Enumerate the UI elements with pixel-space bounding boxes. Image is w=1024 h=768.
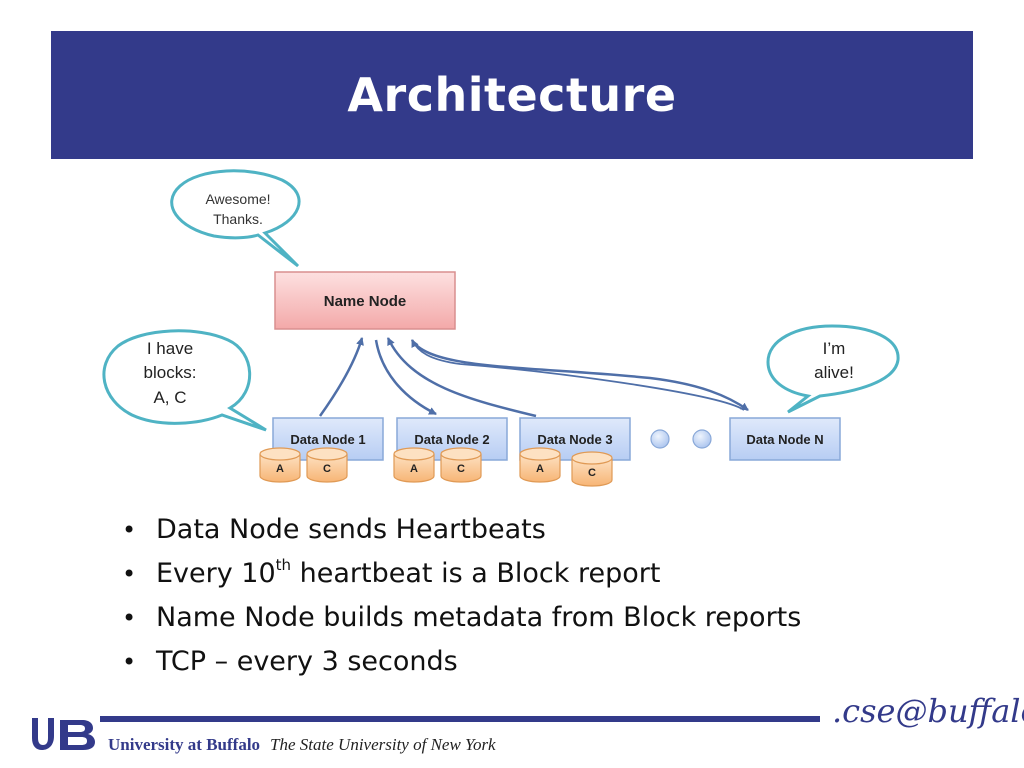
data-node-3-label: Data Node 3 — [537, 432, 612, 447]
bullet-list: Data Node sends Heartbeats Every 10th he… — [120, 508, 801, 684]
name-node: Name Node — [274, 271, 456, 330]
cse-buffalo-logo: .cse@buffalo — [832, 692, 1024, 730]
bullet-text-end: heartbeat is a Block report — [291, 558, 661, 589]
footer-tagline: The State University of New York — [270, 735, 496, 754]
data-node-2-label: Data Node 2 — [414, 432, 489, 447]
callout-blocks-line-1: I have — [147, 339, 193, 358]
block-label: C — [457, 463, 465, 475]
bullet-text: Data Node sends Heartbeats — [156, 514, 546, 545]
heartbeat-arrows — [318, 337, 749, 418]
block-label: A — [276, 463, 284, 475]
blocks-dn2: A C — [393, 447, 482, 483]
ub-logo-icon — [32, 718, 95, 750]
callout-blocks-line-2: blocks: — [144, 363, 197, 382]
block-label: A — [536, 463, 544, 475]
bullet-item: TCP – every 3 seconds — [120, 640, 801, 684]
title-bar: Architecture — [51, 31, 973, 159]
bullet-item: Every 10th heartbeat is a Block report — [120, 552, 801, 596]
blocks-dn1: A C — [259, 447, 348, 483]
block-cylinder: A — [259, 447, 301, 483]
arrow-dn1-to-nn — [318, 337, 364, 417]
arrow-nn-to-dnn — [410, 339, 749, 412]
ellipsis-dot — [650, 429, 670, 449]
block-label: C — [588, 467, 596, 479]
bullet-item: Data Node sends Heartbeats — [120, 508, 801, 552]
block-cylinder: A — [393, 447, 435, 483]
ellipsis-dots — [650, 429, 712, 449]
block-cylinder: C — [571, 451, 613, 487]
blocks-dn3: A C — [519, 447, 613, 487]
callout-awesome: Awesome! Thanks. — [170, 169, 301, 268]
data-node-n-label: Data Node N — [746, 432, 823, 447]
ellipsis-dot — [692, 429, 712, 449]
arrow-dnn-to-nn — [411, 339, 745, 411]
block-cylinder: C — [306, 447, 348, 483]
bullet-superscript: th — [275, 556, 292, 574]
callout-awesome-line-2: Thanks. — [213, 211, 263, 227]
name-node-label: Name Node — [324, 293, 407, 310]
callout-blocks-line-3: A, C — [153, 388, 186, 407]
callout-alive: I’m alive! — [766, 324, 900, 414]
callout-alive-line-1: I’m — [823, 339, 846, 358]
callout-alive-line-2: alive! — [814, 363, 854, 382]
arrow-nn-to-dn2 — [374, 339, 437, 416]
block-label: A — [410, 463, 418, 475]
slide-title: Architecture — [347, 68, 677, 122]
bullet-item: Name Node builds metadata from Block rep… — [120, 596, 801, 640]
bullet-text: Name Node builds metadata from Block rep… — [156, 602, 802, 633]
block-label: C — [323, 463, 331, 475]
data-node-n: Data Node N — [729, 417, 841, 461]
block-cylinder: C — [440, 447, 482, 483]
block-cylinder: A — [519, 447, 561, 483]
footer-rule — [100, 716, 820, 722]
arrow-dn3-to-nn — [386, 337, 537, 418]
footer-university: University at Buffalo — [108, 735, 261, 754]
callout-blocks: I have blocks: A, C — [102, 329, 267, 432]
footer-text: University at Buffalo The State Universit… — [108, 735, 496, 755]
data-node-1-label: Data Node 1 — [290, 432, 365, 447]
callout-awesome-line-1: Awesome! — [205, 191, 270, 207]
bullet-text-start: Every 10 — [156, 558, 276, 589]
bullet-text: TCP – every 3 seconds — [156, 646, 458, 677]
